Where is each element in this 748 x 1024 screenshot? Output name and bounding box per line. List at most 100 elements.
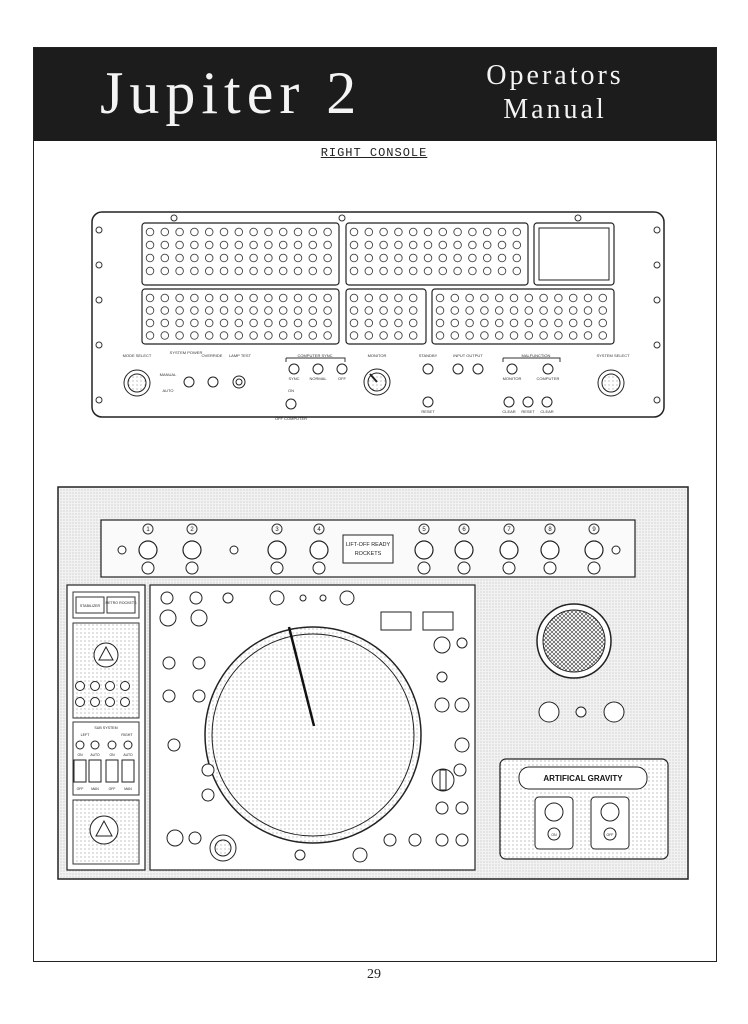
system-power-toggle[interactable] bbox=[183, 376, 195, 388]
scope-panel-button[interactable] bbox=[201, 788, 215, 802]
osc-left-knob[interactable] bbox=[538, 701, 560, 723]
computer-toggle[interactable] bbox=[285, 398, 297, 410]
subsystem-switch-label: AUTO bbox=[123, 753, 133, 757]
clear2-button[interactable] bbox=[541, 396, 553, 408]
scope-panel-button[interactable] bbox=[436, 671, 448, 683]
scope-panel-button[interactable] bbox=[339, 590, 355, 606]
gravity-on-button[interactable] bbox=[547, 827, 561, 841]
scope-panel-button[interactable] bbox=[192, 689, 206, 703]
indicator-light bbox=[308, 306, 318, 315]
sync-button[interactable] bbox=[288, 363, 300, 375]
scope-panel-button[interactable] bbox=[408, 833, 422, 847]
indicator-light bbox=[494, 293, 504, 303]
reset2-button[interactable] bbox=[522, 396, 534, 408]
left-dial-upper[interactable] bbox=[93, 642, 119, 668]
indicator-light bbox=[438, 227, 448, 237]
scope-panel-button[interactable] bbox=[319, 594, 327, 602]
subsystem-switch[interactable] bbox=[121, 759, 135, 783]
left-dial-lower[interactable] bbox=[89, 815, 119, 845]
scope-panel-button[interactable] bbox=[435, 833, 449, 847]
scope-panel-button[interactable] bbox=[167, 738, 181, 752]
meter-lamp bbox=[457, 561, 471, 575]
stabilizer-button[interactable] bbox=[75, 596, 105, 614]
malfunction-monitor-button[interactable] bbox=[506, 363, 518, 375]
normal-button[interactable] bbox=[312, 363, 324, 375]
scope-panel-button[interactable] bbox=[192, 656, 206, 670]
reset-button[interactable] bbox=[422, 396, 434, 408]
off-button[interactable] bbox=[336, 363, 348, 375]
retro-rockets-button[interactable] bbox=[106, 596, 136, 614]
osc-center-button[interactable] bbox=[575, 706, 587, 718]
scope-panel-button[interactable] bbox=[162, 689, 176, 703]
indicator-light bbox=[145, 253, 155, 263]
scope-panel-button[interactable] bbox=[454, 737, 470, 753]
scope-panel-button[interactable] bbox=[160, 591, 174, 605]
subsystem-switch[interactable] bbox=[73, 759, 87, 783]
scope-panel-button[interactable] bbox=[383, 833, 397, 847]
meter-knob[interactable] bbox=[182, 540, 202, 560]
scope-panel-button[interactable] bbox=[456, 637, 468, 649]
output-button[interactable] bbox=[472, 363, 484, 375]
meter-knob[interactable] bbox=[584, 540, 604, 560]
indicator-light bbox=[264, 253, 273, 263]
subsystem-switch[interactable] bbox=[105, 759, 119, 783]
indicator-light bbox=[423, 227, 433, 237]
indicator-light bbox=[190, 331, 199, 340]
meter-knob[interactable] bbox=[138, 540, 158, 560]
scope-panel-button[interactable] bbox=[352, 847, 368, 863]
scope-panel-button[interactable] bbox=[434, 697, 450, 713]
scope-panel-button[interactable] bbox=[435, 801, 449, 815]
scope-panel-button[interactable] bbox=[454, 697, 470, 713]
strip-toggle[interactable] bbox=[611, 545, 621, 555]
scope-panel-button[interactable] bbox=[162, 656, 176, 670]
scope-panel-button[interactable] bbox=[433, 636, 451, 654]
subsystem-bottom-label: MAN bbox=[124, 787, 132, 791]
indicator-light bbox=[453, 240, 462, 250]
indicator-light bbox=[465, 331, 474, 340]
subsystem-switch[interactable] bbox=[88, 759, 102, 783]
meter-left bbox=[380, 611, 412, 631]
scope-panel-button[interactable] bbox=[269, 590, 285, 606]
gravity-on-module bbox=[534, 796, 574, 850]
osc-right-knob[interactable] bbox=[603, 701, 625, 723]
indicator-light bbox=[264, 306, 273, 315]
indicator-light bbox=[175, 240, 184, 250]
standby-button[interactable] bbox=[422, 363, 434, 375]
clear-button[interactable] bbox=[503, 396, 515, 408]
indicator-light bbox=[204, 240, 214, 250]
scope-panel-button[interactable] bbox=[455, 833, 469, 847]
indicator-light bbox=[234, 227, 244, 237]
indicator-light bbox=[364, 318, 374, 328]
scope-panel-button[interactable] bbox=[159, 609, 177, 627]
indicator-light bbox=[364, 240, 374, 250]
input-button[interactable] bbox=[452, 363, 464, 375]
gravity-on-knob[interactable] bbox=[544, 802, 564, 822]
meter-knob[interactable] bbox=[309, 540, 329, 560]
scope-panel-button[interactable] bbox=[189, 591, 203, 605]
malfunction-computer-button[interactable] bbox=[542, 363, 554, 375]
meter-knob[interactable] bbox=[540, 540, 560, 560]
meter-lamp bbox=[312, 561, 326, 575]
scope-panel-button[interactable] bbox=[453, 763, 467, 777]
override-toggle[interactable] bbox=[207, 376, 219, 388]
indicator-light bbox=[554, 306, 563, 315]
meter-knob[interactable] bbox=[414, 540, 434, 560]
gravity-off-button[interactable] bbox=[603, 827, 617, 841]
scope-panel-button[interactable] bbox=[190, 609, 208, 627]
meter-knob[interactable] bbox=[454, 540, 474, 560]
gravity-off-knob[interactable] bbox=[600, 802, 620, 822]
meter-knob[interactable] bbox=[267, 540, 287, 560]
indicator-light bbox=[435, 306, 445, 315]
strip-toggle[interactable] bbox=[117, 545, 127, 555]
scope-panel-button[interactable] bbox=[299, 594, 307, 602]
label-reset2: RESET bbox=[521, 409, 535, 414]
scope-panel-button[interactable] bbox=[201, 763, 215, 777]
indicator-light bbox=[278, 253, 288, 263]
strip-toggle[interactable] bbox=[229, 545, 239, 555]
scope-panel-button[interactable] bbox=[222, 592, 234, 604]
scope-panel-button[interactable] bbox=[455, 801, 469, 815]
meter-knob[interactable] bbox=[499, 540, 519, 560]
scope-panel-button[interactable] bbox=[166, 829, 184, 847]
scope-panel-button[interactable] bbox=[188, 831, 202, 845]
scope-panel-button[interactable] bbox=[294, 849, 306, 861]
